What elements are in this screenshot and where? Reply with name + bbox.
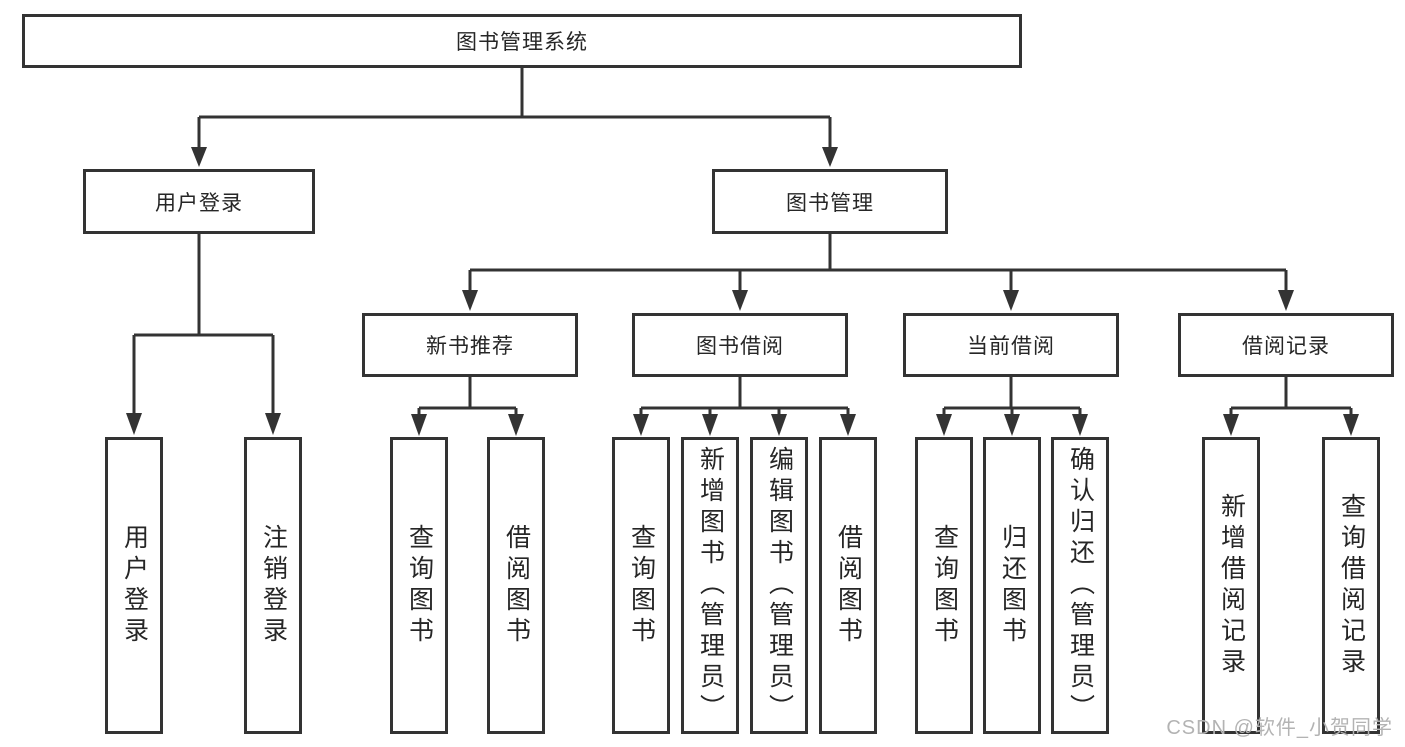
- leaf-recommend-query-books-label: 查询图书: [405, 523, 434, 648]
- leaf-records-query-record: 查询借阅记录: [1322, 437, 1380, 734]
- connector-book-borrow-to-leaves: [633, 377, 856, 436]
- leaf-borrow-edit-books-admin-label: 编辑图书（管理员）: [765, 446, 794, 725]
- leaf-borrow-add-books-admin: 新增图书（管理员）: [681, 437, 739, 734]
- arrow-down-icon: [1072, 414, 1088, 436]
- node-current-borrow: 当前借阅: [903, 313, 1119, 377]
- leaf-records-add-record-label: 新增借阅记录: [1217, 492, 1246, 679]
- node-new-book-recommend: 新书推荐: [362, 313, 578, 377]
- arrow-down-icon: [1004, 414, 1020, 436]
- node-book-borrow: 图书借阅: [632, 313, 848, 377]
- leaf-current-confirm-return-admin-label: 确认归还（管理员）: [1066, 446, 1095, 725]
- leaf-current-query-books: 查询图书: [915, 437, 973, 734]
- connector-book-management-to-level3: [462, 234, 1294, 311]
- node-book-management-label: 图书管理: [786, 191, 874, 215]
- arrow-down-icon: [840, 414, 856, 436]
- node-current-borrow-label: 当前借阅: [967, 335, 1055, 358]
- node-book-management: 图书管理: [712, 169, 948, 234]
- node-borrow-records: 借阅记录: [1178, 313, 1394, 377]
- node-new-book-recommend-label: 新书推荐: [426, 335, 514, 358]
- connector-borrow-records-to-leaves: [1223, 377, 1359, 436]
- leaf-user-login-label: 用户登录: [120, 523, 149, 648]
- leaf-current-query-books-label: 查询图书: [930, 523, 959, 648]
- leaf-records-query-record-label: 查询借阅记录: [1337, 492, 1366, 679]
- connector-user-login-to-leaves: [126, 234, 281, 435]
- node-borrow-records-label: 借阅记录: [1242, 335, 1330, 358]
- arrow-down-icon: [633, 414, 649, 436]
- node-book-borrow-label: 图书借阅: [696, 335, 784, 358]
- leaf-records-add-record: 新增借阅记录: [1202, 437, 1260, 734]
- arrow-down-icon: [702, 414, 718, 436]
- leaf-recommend-borrow-books: 借阅图书: [487, 437, 545, 734]
- connector-new-book-recommend-to-leaves: [411, 377, 524, 436]
- leaf-borrow-borrow-books: 借阅图书: [819, 437, 877, 734]
- leaf-recommend-query-books: 查询图书: [390, 437, 448, 734]
- arrow-down-icon: [126, 413, 142, 435]
- leaf-user-login: 用户登录: [105, 437, 163, 734]
- connector-root-to-level2: [191, 68, 838, 167]
- arrow-down-icon: [508, 414, 524, 436]
- arrow-down-icon: [1223, 414, 1239, 436]
- arrow-down-icon: [462, 290, 478, 311]
- node-user-login-label: 用户登录: [155, 191, 243, 215]
- arrow-down-icon: [771, 414, 787, 436]
- node-user-login: 用户登录: [83, 169, 315, 234]
- leaf-borrow-query-books: 查询图书: [612, 437, 670, 734]
- leaf-logout-label: 注销登录: [259, 523, 288, 648]
- node-root-label: 图书管理系统: [456, 31, 588, 54]
- leaf-borrow-edit-books-admin: 编辑图书（管理员）: [750, 437, 808, 734]
- node-root: 图书管理系统: [22, 14, 1022, 68]
- csdn-watermark: CSDN @软件_小贺同学: [1166, 717, 1393, 739]
- arrow-down-icon: [411, 414, 427, 436]
- arrow-down-icon: [732, 290, 748, 311]
- arrow-down-icon: [1343, 414, 1359, 436]
- arrow-down-icon: [191, 147, 207, 167]
- arrow-down-icon: [1003, 290, 1019, 311]
- leaf-borrow-borrow-books-label: 借阅图书: [834, 523, 863, 648]
- leaf-current-return-books-label: 归还图书: [998, 523, 1027, 648]
- leaf-current-confirm-return-admin: 确认归还（管理员）: [1051, 437, 1109, 734]
- arrow-down-icon: [822, 147, 838, 167]
- leaf-borrow-add-books-admin-label: 新增图书（管理员）: [696, 446, 725, 725]
- connector-current-borrow-to-leaves: [936, 377, 1088, 436]
- leaf-borrow-query-books-label: 查询图书: [627, 523, 656, 648]
- leaf-current-return-books: 归还图书: [983, 437, 1041, 734]
- leaf-logout: 注销登录: [244, 437, 302, 734]
- arrow-down-icon: [1278, 290, 1294, 311]
- arrow-down-icon: [936, 414, 952, 436]
- leaf-recommend-borrow-books-label: 借阅图书: [502, 523, 531, 648]
- arrow-down-icon: [265, 413, 281, 435]
